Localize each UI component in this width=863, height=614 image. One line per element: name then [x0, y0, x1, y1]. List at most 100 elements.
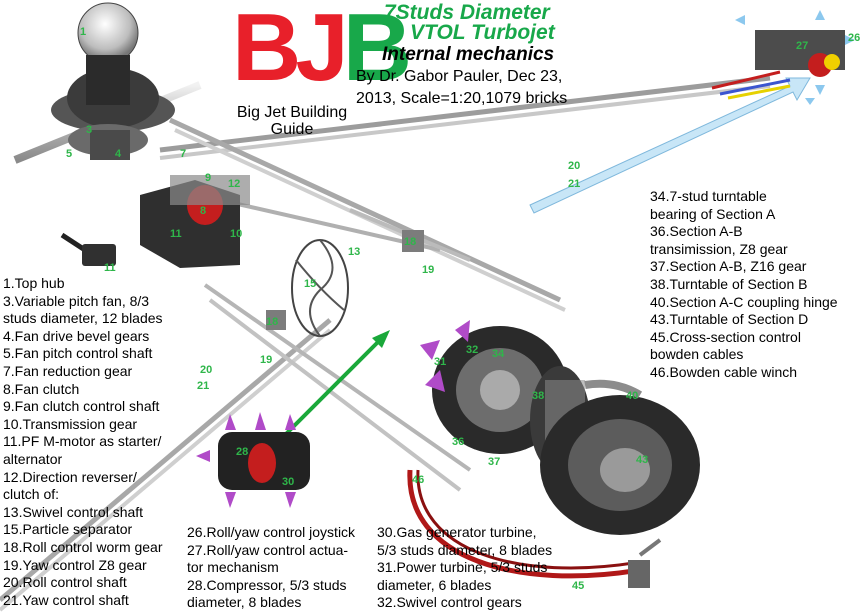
- coupling-hinge: [584, 379, 643, 399]
- legend-line: 7.Fan reduction gear: [3, 362, 133, 379]
- logo-letter-b2: B: [342, 0, 412, 101]
- legend-line: 5/3 studs diameter, 8 blades: [377, 541, 553, 558]
- legend-line: 46.Bowden cable winch: [650, 363, 798, 380]
- legend-line: 4.Fan drive bevel gears: [3, 327, 150, 344]
- particle-separator: [291, 239, 349, 337]
- part-number-40: 40: [626, 390, 639, 402]
- part-number-31: 31: [434, 356, 447, 368]
- part-number-15: 15: [304, 278, 317, 290]
- bowden-cables: [407, 469, 641, 579]
- legend-line: bowden cables: [650, 346, 744, 363]
- part-number-19: 19: [422, 264, 435, 276]
- worm-gear-18-upper: [402, 230, 424, 252]
- roll-yaw-shafts-lower: [0, 283, 472, 612]
- legend-line: 8.Fan clutch: [3, 380, 80, 397]
- legend-line: 1.Top hub: [3, 275, 65, 291]
- part-number-20: 20: [568, 160, 581, 172]
- part-number-7: 7: [180, 148, 187, 160]
- turntable-section-d: [540, 395, 700, 535]
- legend-line: tor mechanism: [187, 559, 279, 576]
- legend-line: 34.7-stud turntable: [650, 188, 767, 204]
- bjb-logo-letters: BJB: [232, 0, 412, 101]
- legend-line: 28.Compressor, 5/3 studs: [187, 576, 347, 593]
- part-number-11: 11: [170, 228, 182, 240]
- part-number-43: 43: [636, 454, 649, 466]
- bowden-winch: [628, 538, 662, 588]
- power-turbine: [420, 320, 470, 392]
- part-number-12: 12: [228, 178, 241, 190]
- part-number-27: 27: [796, 40, 809, 52]
- logo-caption-line2: Guide: [270, 121, 314, 138]
- part-number-10: 10: [230, 228, 243, 240]
- part-number-32: 32: [466, 344, 479, 356]
- legend-line: 19.Yaw control Z8 gear: [3, 556, 147, 573]
- legend-line: 10.Transmission gear: [3, 415, 138, 432]
- roll-yaw-actuator: [711, 70, 791, 100]
- motor-block: [140, 175, 250, 268]
- part-number-18: 18: [266, 316, 279, 328]
- logo-caption-line1: Big Jet Building: [236, 104, 348, 121]
- legend-line: 15.Particle separator: [3, 521, 133, 538]
- part-number-30: 30: [282, 476, 295, 488]
- legend-line: 38.Turntable of Section B: [650, 275, 808, 292]
- roll-yaw-joystick: [735, 10, 855, 105]
- part-number-21: 21: [197, 380, 210, 392]
- legend-line: 26.Roll/yaw control joystick: [187, 524, 356, 540]
- legend-line: 30.Gas generator turbine,: [377, 524, 537, 540]
- subtitle: Internal mechanics: [382, 44, 555, 65]
- legend-line: transimission, Z8 gear: [650, 240, 788, 257]
- legend-line: diameter, 6 blades: [377, 576, 492, 593]
- legend-line: 20.Roll control shaft: [3, 574, 127, 591]
- legend-line: clutch of:: [3, 486, 60, 503]
- part-number-19: 19: [260, 354, 273, 366]
- part-number-26: 26: [848, 32, 861, 44]
- legend-line: studs diameter, 12 blades: [3, 310, 163, 327]
- byline-line2: 2013, Scale=1:20,1079 bricks: [356, 90, 568, 107]
- part-number-46: 46: [412, 474, 425, 486]
- part-number-21: 21: [568, 178, 581, 190]
- part-number-34: 34: [492, 348, 505, 360]
- legend-line: 18.Roll control worm gear: [3, 538, 163, 555]
- part-number-13: 13: [348, 246, 361, 258]
- legend-line: 21.Yaw control shaft: [3, 591, 129, 608]
- bowden-cables-2: [416, 469, 641, 570]
- part-number-8: 8: [200, 205, 207, 217]
- legend-line: 3.Variable pitch fan, 8/3: [3, 292, 150, 309]
- part-number-3: 3: [86, 124, 93, 136]
- part-number-36: 36: [452, 436, 465, 448]
- pf-plug: [60, 232, 116, 266]
- part-number-11: 11: [104, 262, 116, 274]
- part-number-20: 20: [200, 364, 213, 376]
- legend-line: alternator: [3, 450, 63, 467]
- part-number-37: 37: [488, 456, 501, 468]
- legend-line: diameter, 8 blades: [187, 594, 302, 611]
- top-hub-fan: [51, 2, 175, 160]
- logo-letter-j: J: [295, 0, 348, 101]
- part-number-28: 28: [236, 446, 249, 458]
- legend-line: 11.PF M-motor as starter/: [3, 433, 162, 450]
- logo-caption: Big Jet Building Guide: [212, 104, 372, 138]
- title-line2: VTOL Turbojet: [410, 21, 555, 44]
- legend-line: 12.Direction reverser/: [3, 468, 137, 485]
- compressor-rotor: [196, 412, 310, 508]
- direction-arrow-green: [268, 330, 390, 452]
- legend-line: 5.Fan pitch control shaft: [3, 345, 153, 362]
- legend-line: 31.Power turbine, 5/3 studs: [377, 559, 548, 576]
- part-number-45: 45: [572, 580, 585, 592]
- legend-line: 13.Swivel control shaft: [3, 503, 144, 520]
- byline: By Dr. Gabor Pauler, Dec 23, 2013, Scale…: [356, 66, 567, 110]
- part-number-5: 5: [66, 148, 73, 160]
- part-number-9: 9: [205, 172, 212, 184]
- worm-gear-18-lower: [266, 310, 286, 330]
- legend-line: 43.Turntable of Section D: [650, 311, 809, 328]
- byline-line1: By Dr. Gabor Pauler, Dec 23,: [356, 68, 563, 85]
- legend-line: 32.Swivel control gears: [377, 594, 522, 611]
- legend-line: 45.Cross-section control: [650, 328, 801, 345]
- legend-line: 27.Roll/yaw control actua-: [187, 541, 349, 558]
- part-number-38: 38: [532, 390, 545, 402]
- legend-line: 37.Section A-B, Z16 gear: [650, 258, 807, 275]
- title-line1: 7Studs Diameter: [384, 1, 550, 24]
- logo-letter-b1: B: [232, 0, 301, 101]
